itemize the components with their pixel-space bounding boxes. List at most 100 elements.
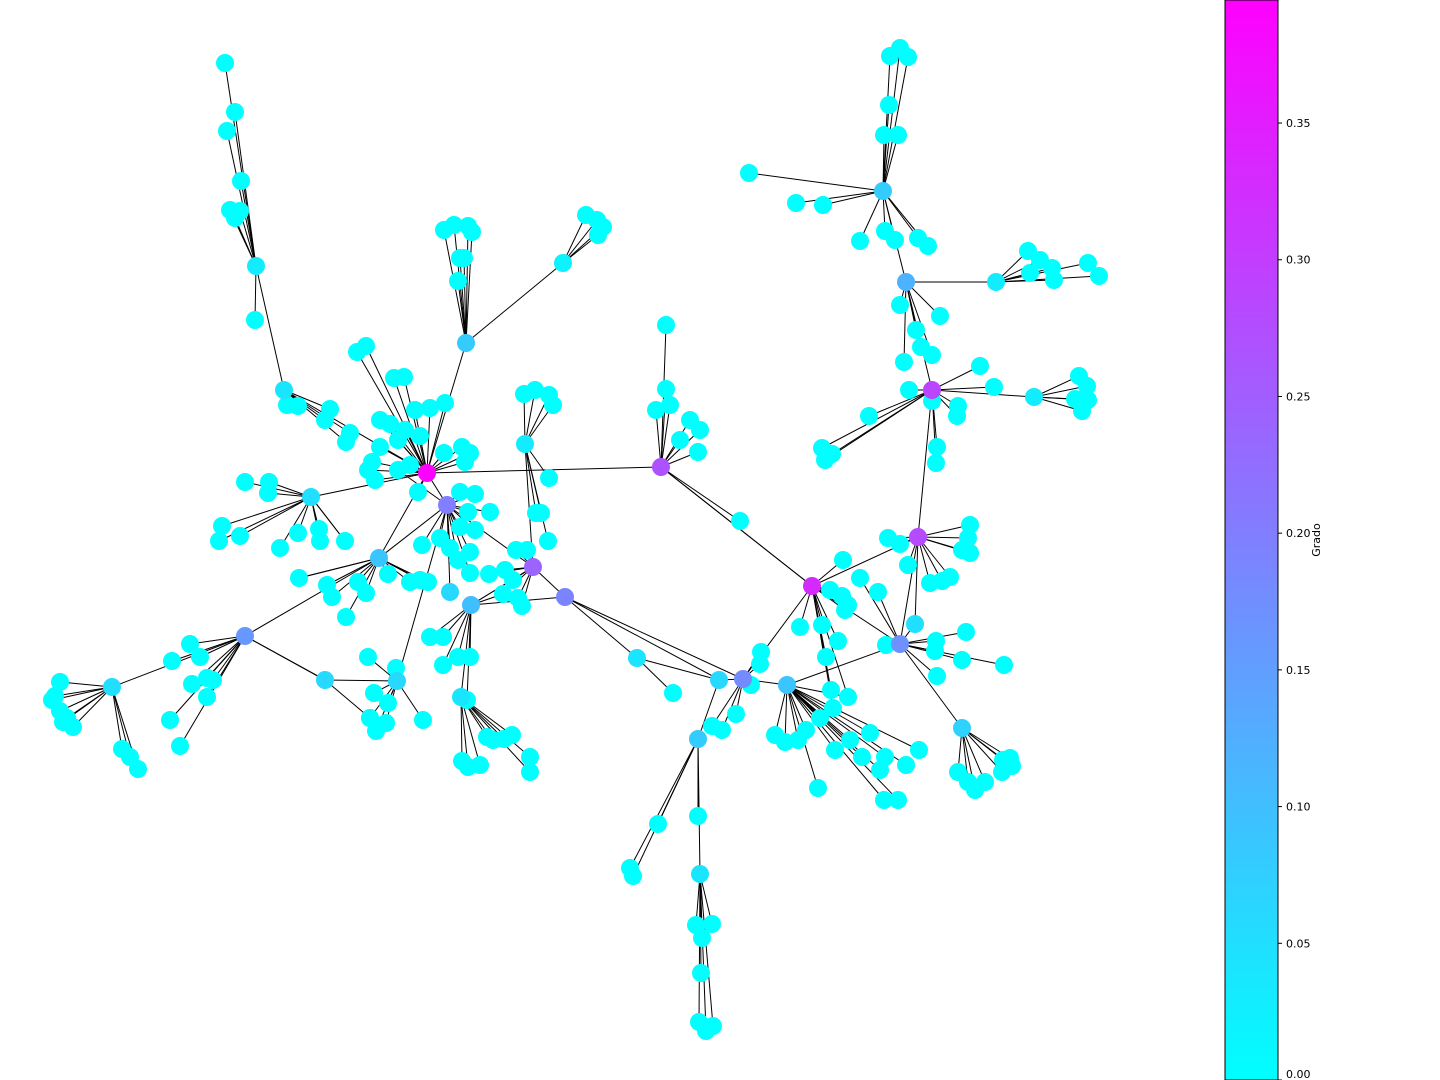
graph-node [526, 381, 544, 399]
graph-node [824, 699, 842, 717]
graph-node [401, 456, 419, 474]
graph-node [693, 929, 711, 947]
graph-node [994, 751, 1012, 769]
graph-node [657, 380, 675, 398]
graph-edge [660, 404, 671, 468]
graph-node [926, 642, 944, 660]
graph-edge [460, 696, 463, 762]
graph-edge [899, 536, 919, 645]
graph-node [366, 471, 384, 489]
graph-nodes [43, 39, 1108, 1040]
graph-node [589, 226, 607, 244]
graph-node [210, 532, 228, 550]
graph-edge [283, 389, 351, 434]
graph-edge [403, 376, 428, 474]
colorbar-tick-label: 0.20 [1286, 527, 1311, 540]
graph-node [817, 648, 835, 666]
graph-node [869, 583, 887, 601]
graph-edges [51, 47, 1100, 1032]
graph-edge [903, 281, 907, 363]
colorbar-tick-label: 0.10 [1286, 801, 1311, 814]
graph-node [1045, 271, 1063, 289]
graph-node [649, 815, 667, 833]
graph-edge [859, 190, 884, 242]
graph-node [971, 357, 989, 375]
graph-node [976, 773, 994, 791]
colorbar-tick-label: 0.05 [1286, 937, 1311, 950]
graph-node [449, 551, 467, 569]
graph-edge [356, 351, 428, 474]
graph-edge [240, 180, 257, 267]
colorbar-tick-label: 0.25 [1286, 390, 1311, 403]
graph-edge [931, 386, 995, 391]
graph-hub-node [628, 649, 646, 667]
graph-node [406, 401, 424, 419]
graph-node [231, 527, 249, 545]
graph-node [379, 694, 397, 712]
graph-node [246, 311, 264, 329]
graph-edge [524, 389, 536, 445]
graph-edge [698, 873, 701, 1023]
graph-hub-node [554, 254, 572, 272]
colorbar: 0.000.050.100.150.200.250.300.35 Grado [1224, 0, 1323, 1080]
graph-edge [111, 686, 123, 750]
graph-hub-node [897, 273, 915, 291]
graph-node [451, 483, 469, 501]
graph-node [671, 431, 689, 449]
graph-node [1090, 267, 1108, 285]
graph-node [434, 628, 452, 646]
graph-node [226, 209, 244, 227]
graph-node [841, 731, 859, 749]
graph-node [895, 353, 913, 371]
graph-hub-node [923, 381, 941, 399]
graph-edge [298, 557, 380, 579]
graph-node [703, 717, 721, 735]
graph-edge [463, 257, 467, 344]
graph-edge [465, 262, 564, 344]
graph-node [504, 571, 522, 589]
graph-node [449, 272, 467, 290]
graph-edge [824, 389, 933, 461]
graph-node [851, 232, 869, 250]
graph-node [357, 337, 375, 355]
graph-node [813, 616, 831, 634]
graph-node [271, 539, 289, 557]
graph-node [861, 724, 879, 742]
graph-node [381, 415, 399, 433]
graph-edge [465, 225, 469, 344]
graph-edge [324, 679, 371, 719]
graph-edge [899, 643, 1005, 666]
graph-node [316, 411, 334, 429]
graph-edge [1033, 385, 1088, 398]
graph-hub-node [457, 334, 475, 352]
graph-edge [961, 727, 969, 783]
graph-edge [786, 684, 836, 751]
graph-hub-node [316, 671, 334, 689]
graph-edge [524, 443, 549, 542]
graph-edge [697, 679, 720, 740]
graph-hub-node [370, 549, 388, 567]
graph-hub-node [953, 719, 971, 737]
graph-node [871, 761, 889, 779]
graph-node [411, 427, 429, 445]
graph-edge [711, 678, 744, 727]
graph-node [880, 96, 898, 114]
graph-edge [426, 466, 662, 474]
graph-node [395, 368, 413, 386]
graph-node [928, 667, 946, 685]
graph-node [171, 737, 189, 755]
graph-node [927, 454, 945, 472]
graph-edge [59, 686, 113, 712]
graph-edge [442, 604, 472, 666]
graph-node [461, 648, 479, 666]
graph-edge [786, 684, 886, 758]
graph-hub-node [710, 671, 728, 689]
graph-node [839, 688, 857, 706]
graph-node [539, 532, 557, 550]
graph-edge [212, 635, 246, 681]
graph-edge [868, 389, 933, 417]
graph-edge [822, 190, 884, 206]
graph-hub-node [1025, 388, 1043, 406]
graph-hub-node [906, 615, 924, 633]
graph-node [436, 394, 454, 412]
